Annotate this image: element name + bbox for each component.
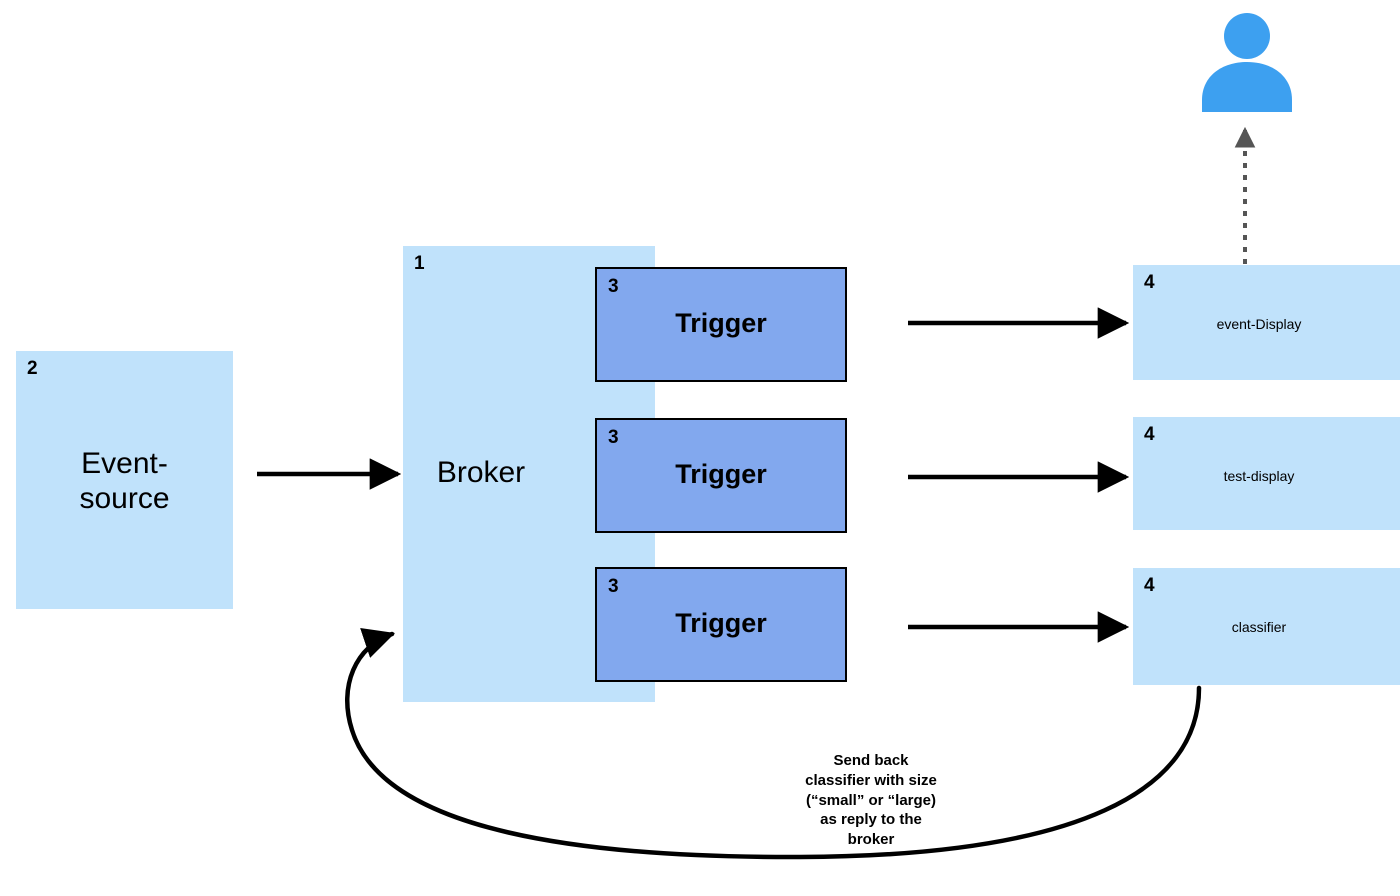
node-label-event-source: Event- source [79, 447, 170, 516]
node-number-trigger-2: 3 [608, 427, 619, 448]
node-label-trigger-3: Trigger [675, 608, 767, 638]
node-label-broker: Broker [436, 456, 526, 489]
node-sink-classifier[interactable]: 4 classifier [1133, 568, 1400, 685]
node-label-sink-test-display: test-display [1223, 468, 1295, 484]
node-trigger-2[interactable]: 3 Trigger [595, 418, 847, 533]
node-sink-test-display[interactable]: 4 test-display [1133, 417, 1400, 530]
node-label-sink-classifier: classifier [1231, 619, 1287, 635]
node-number-event-source: 2 [27, 358, 38, 379]
node-number-broker: 1 [414, 253, 425, 274]
node-label-trigger-2: Trigger [675, 459, 767, 489]
node-event-source[interactable]: 2 Event- source [16, 351, 233, 609]
node-label-trigger-1: Trigger [675, 308, 767, 338]
node-number-trigger-3: 3 [608, 576, 619, 597]
node-trigger-3[interactable]: 3 Trigger [595, 567, 847, 682]
node-number-sink-test-display: 4 [1144, 424, 1155, 445]
node-label-sink-event-display: event-Display [1216, 316, 1302, 332]
node-number-trigger-1: 3 [608, 276, 619, 297]
node-sink-event-display[interactable]: 4 event-Display [1133, 265, 1400, 380]
node-number-sink-event-display: 4 [1144, 272, 1155, 293]
node-trigger-1[interactable]: 3 Trigger [595, 267, 847, 382]
node-number-sink-classifier: 4 [1144, 575, 1155, 596]
return-path-caption: Send back classifier with size (“small” … [805, 752, 937, 849]
person-icon [1202, 13, 1292, 112]
